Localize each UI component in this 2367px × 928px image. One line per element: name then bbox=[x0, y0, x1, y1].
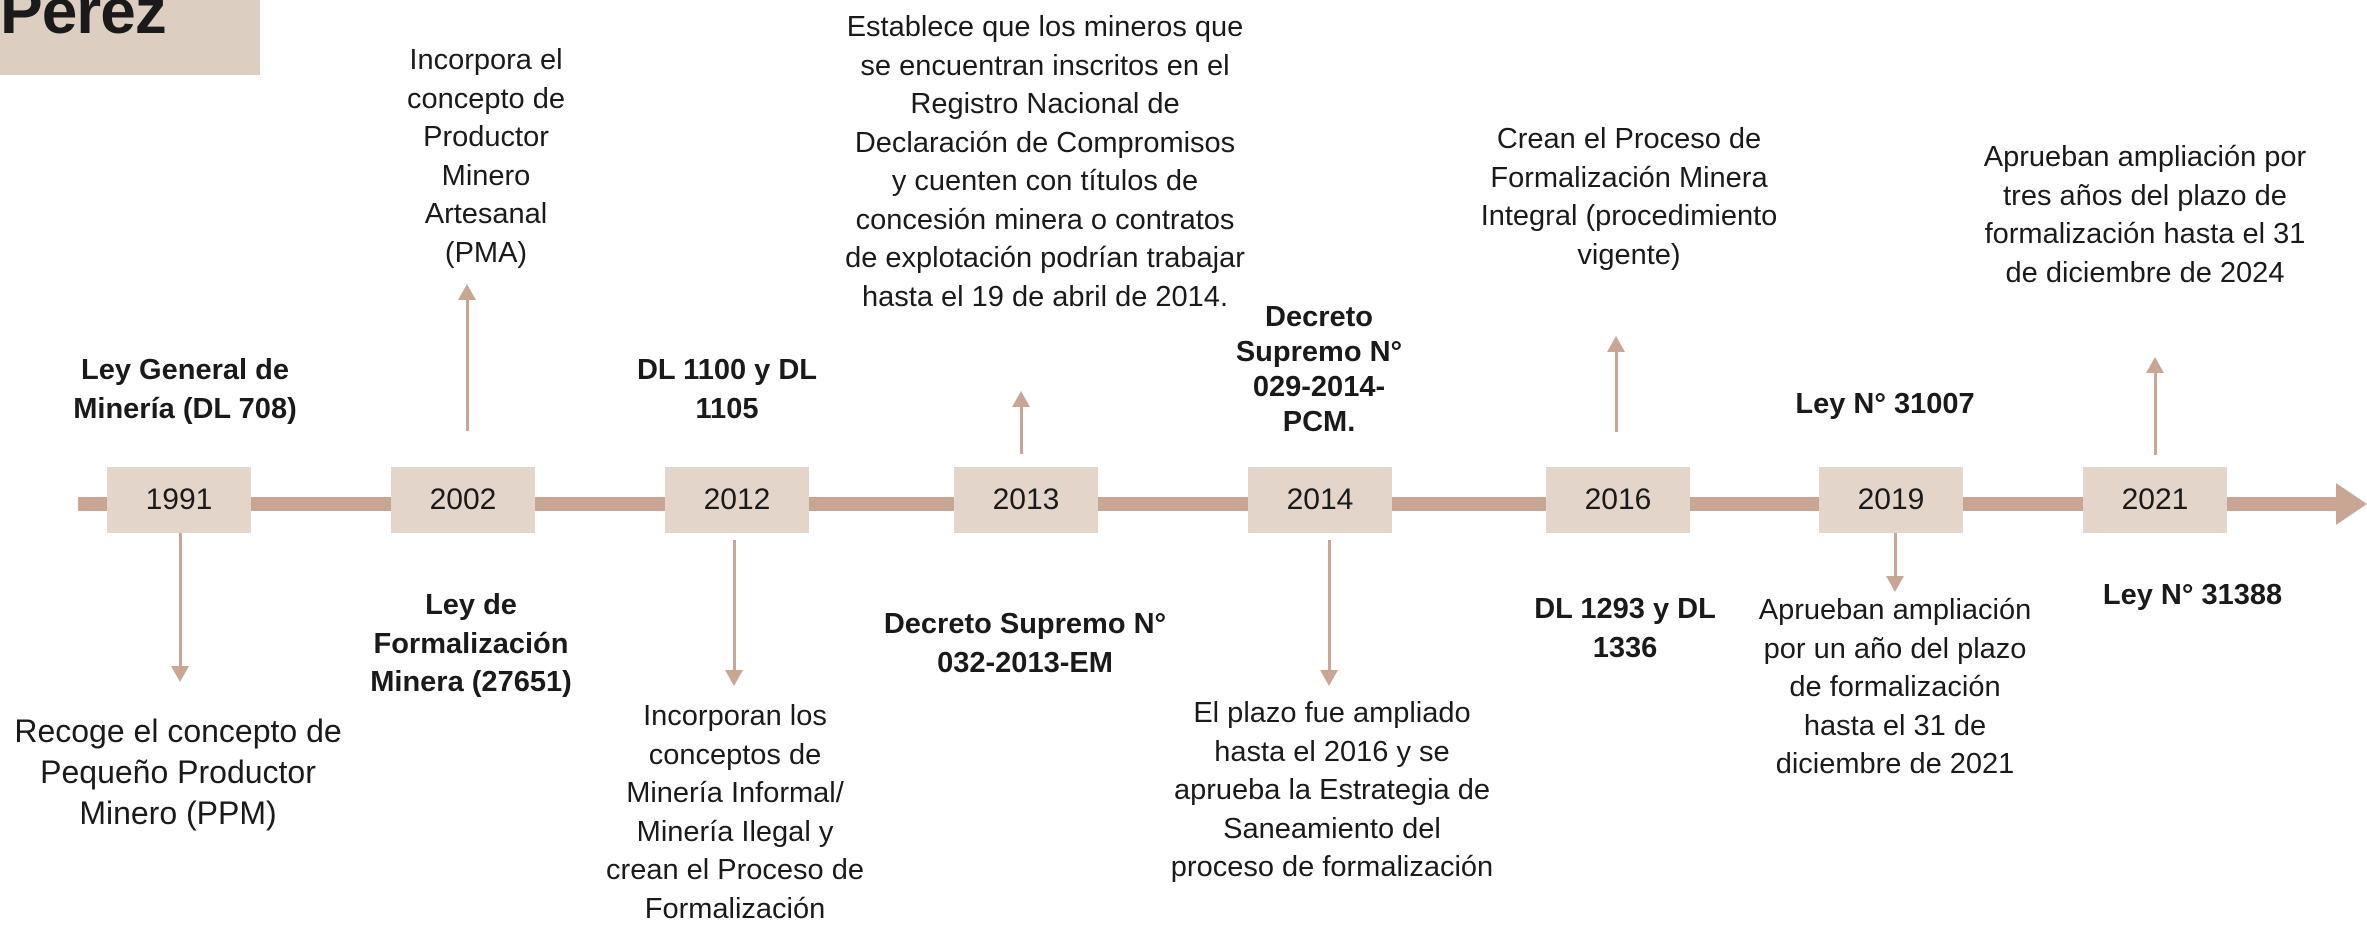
label-2012: DL 1100 y DL 1105 bbox=[636, 354, 817, 425]
arrow-down-2014 bbox=[1320, 670, 1338, 686]
connector-2021 bbox=[2154, 371, 2157, 455]
connector-2014 bbox=[1328, 540, 1331, 670]
label-2013: Decreto Supremo N° 032-2013-EM bbox=[883, 608, 1167, 679]
description-2021: Aprueban ampliación por tres años del pl… bbox=[1983, 141, 2307, 289]
year-box-2014: 2014 bbox=[1248, 467, 1392, 533]
description-2019: Aprueban ampliación por un año del plazo… bbox=[1758, 594, 2032, 780]
description-2014: El plazo fue ampliado hasta el 2016 y se… bbox=[1170, 697, 1494, 883]
arrow-up-2016 bbox=[1607, 336, 1625, 352]
connector-2016 bbox=[1615, 350, 1618, 432]
description-2016: Crean el Proceso de Formalización Minera… bbox=[1480, 123, 1778, 271]
arrow-up-2021 bbox=[2146, 357, 2164, 373]
connector-2013 bbox=[1020, 405, 1023, 454]
year-box-2013: 2013 bbox=[954, 467, 1098, 533]
connector-2019 bbox=[1894, 533, 1897, 578]
label-2016: DL 1293 y DL 1336 bbox=[1534, 593, 1716, 664]
description-2012: Incorporan los conceptos de Minería Info… bbox=[606, 700, 864, 925]
logo: Pérez bbox=[0, 0, 260, 75]
description-2002: Incorpora el concepto de Productor Miner… bbox=[406, 44, 565, 269]
label-2021: Ley N° 31388 bbox=[2102, 579, 2283, 611]
connector-1991 bbox=[179, 533, 182, 668]
arrow-up-2002 bbox=[458, 284, 476, 300]
label-2014: Decreto Supremo N° 029-2014-PCM. bbox=[1235, 301, 1403, 438]
arrow-down-1991 bbox=[171, 666, 189, 682]
arrow-down-2012 bbox=[725, 670, 743, 686]
arrow-up-2013 bbox=[1012, 391, 1030, 407]
year-box-2016: 2016 bbox=[1546, 467, 1690, 533]
timeline-axis bbox=[78, 497, 2338, 511]
arrow-down-2019 bbox=[1886, 576, 1904, 592]
year-box-2002: 2002 bbox=[391, 467, 535, 533]
year-box-1991: 1991 bbox=[107, 467, 251, 533]
year-box-2019: 2019 bbox=[1819, 467, 1963, 533]
label-2019: Ley N° 31007 bbox=[1795, 388, 1975, 420]
year-box-2012: 2012 bbox=[665, 467, 809, 533]
connector-2012 bbox=[733, 540, 736, 670]
connector-2002 bbox=[466, 298, 469, 431]
label-1991: Ley General de Minería (DL 708) bbox=[73, 354, 297, 425]
description-2013: Establece que los mineros que se encuent… bbox=[845, 11, 1245, 313]
timeline-arrow-head bbox=[2336, 483, 2367, 525]
label-2002: Ley de Formalización Minera (27651) bbox=[370, 589, 572, 698]
logo-text: Pérez bbox=[0, 0, 167, 47]
description-1991: Recoge el concepto de Pequeño Productor … bbox=[14, 713, 342, 831]
year-box-2021: 2021 bbox=[2083, 467, 2227, 533]
